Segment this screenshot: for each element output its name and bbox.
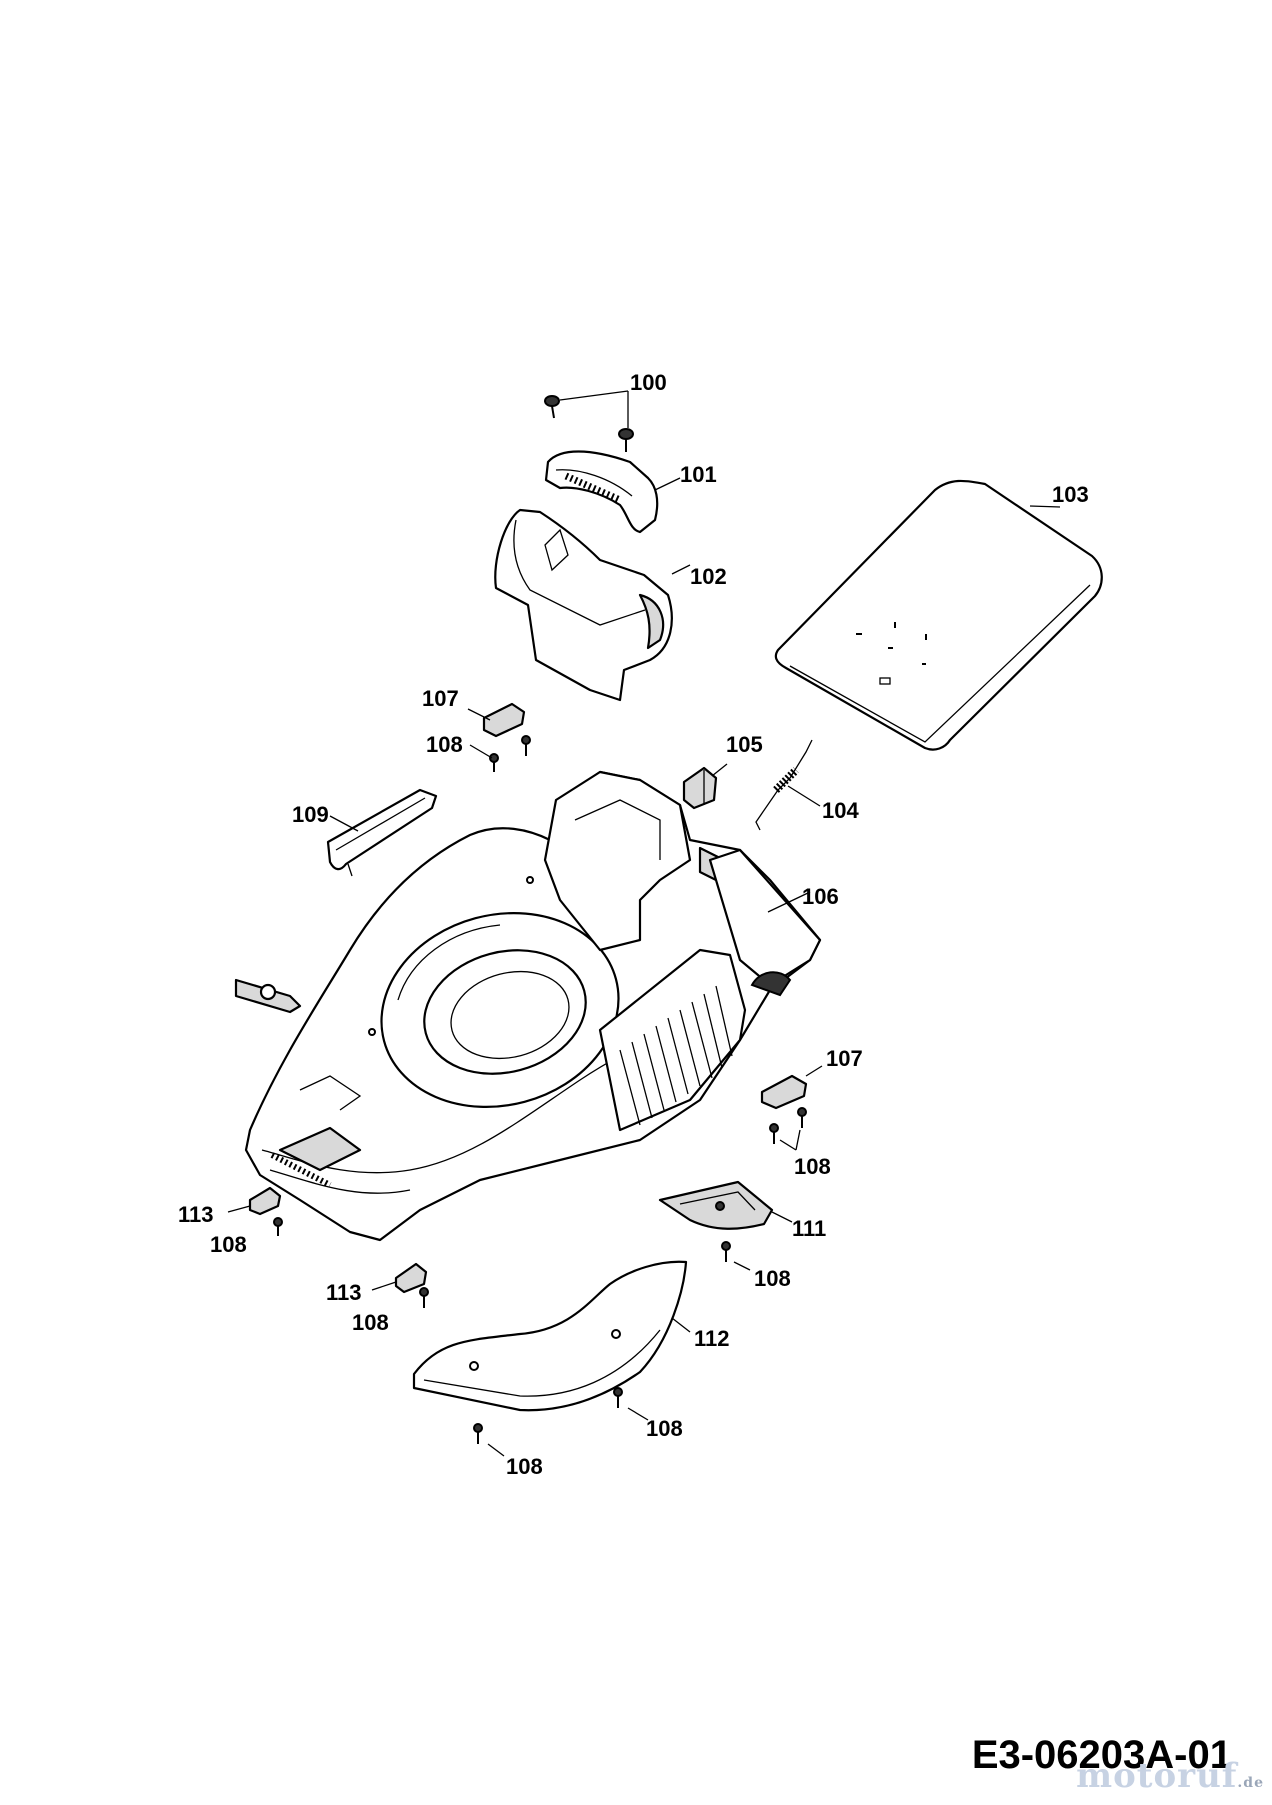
screw-108-f [419,1287,429,1308]
screw-108-e [273,1217,283,1236]
label-108-lower-mid: 108 [754,1266,791,1291]
label-106: 106 [802,884,839,909]
label-100: 100 [630,370,667,395]
label-108-bottom-right: 108 [646,1416,683,1441]
label-108-top: 108 [426,732,463,757]
diagram-code: E3-06203A-01 [971,1733,1232,1777]
label-104: 104 [822,798,859,823]
label-108-center: 108 [352,1310,389,1335]
handle-grip-101 [544,450,681,534]
screw-100-left [544,395,560,419]
screw-100-right [618,428,634,452]
screw-108-b [521,735,531,756]
screw-108-a [489,753,499,772]
clip-113-right [371,1262,428,1294]
lid-103 [774,479,1103,751]
rear-housing-102 [494,508,691,702]
flap-111 [658,1180,793,1230]
screw-108-g [721,1241,751,1271]
label-108-left: 108 [210,1232,247,1257]
label-107-right: 107 [826,1046,863,1071]
label-109: 109 [292,802,329,827]
vent-ribs [619,985,733,1126]
label-113-right: 113 [326,1280,362,1305]
label-111: 111 [792,1216,826,1241]
part-labels: 100 101 102 103 104 105 106 107 107 108 … [178,370,1089,1479]
leader-100 [559,390,629,428]
label-107-top: 107 [422,686,459,711]
label-108-bottom: 108 [506,1454,543,1479]
screw-108-i [473,1423,505,1457]
screw-108-d [797,1107,807,1128]
label-112: 112 [694,1326,730,1351]
label-105: 105 [726,732,763,757]
label-113-left: 113 [178,1202,214,1227]
spring-104 [755,739,821,831]
label-103: 103 [1052,482,1089,507]
leader-108-a [469,744,493,759]
screw-108-h [613,1387,649,1421]
leader-108-b [779,1129,801,1151]
label-108-right: 108 [794,1154,831,1179]
label-101: 101 [680,462,717,487]
discharge-cover-112 [412,1260,691,1412]
watermark-text: motoruf [1076,1756,1238,1796]
clip-107-right [760,1065,823,1110]
main-housing-106 [244,770,822,1242]
bushing-105 [682,763,728,810]
screw-108-c [769,1123,779,1144]
loose-clip [234,978,302,1014]
cover-109 [326,788,438,877]
clip-107-top [467,702,526,738]
label-102: 102 [690,564,727,589]
clip-113-left [227,1186,282,1216]
watermark-tld: .de [1237,1775,1264,1791]
watermark-logo: motoruf.de [1076,1756,1264,1796]
